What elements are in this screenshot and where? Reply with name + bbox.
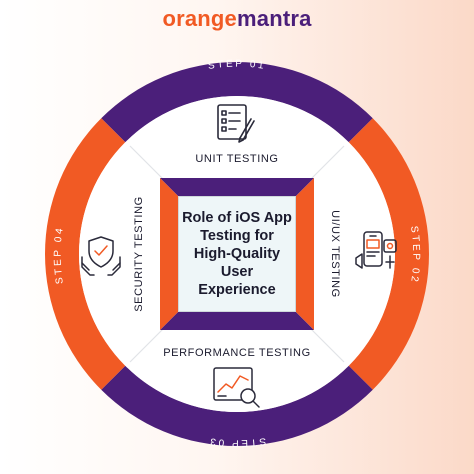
chart-magnifier-icon xyxy=(213,367,260,408)
brand-logo-mantra: mantra xyxy=(237,6,312,31)
section-security-testing: SECURITY TESTING xyxy=(133,196,145,312)
ring-segments xyxy=(45,62,429,446)
center-box: Role of iOS App Testing for High-Quality… xyxy=(160,178,314,330)
ring-segment-step-03 xyxy=(101,365,373,446)
step-04-label: STEP 04 xyxy=(53,225,66,284)
checklist-icon xyxy=(217,104,255,143)
brand-logo-orange: orange xyxy=(162,6,237,31)
center-title: Role of iOS App Testing for High-Quality… xyxy=(178,196,296,312)
section-performance-testing: PERFORMANCE TESTING xyxy=(163,347,311,359)
ring-segment-step-02 xyxy=(348,118,429,390)
shield-hands-icon xyxy=(81,236,121,276)
step-03-label: STEP 03 xyxy=(207,435,266,448)
mobile-design-icon xyxy=(355,231,397,269)
ring-segment-step-01 xyxy=(101,62,373,143)
brand-logo: orangemantra xyxy=(0,6,474,32)
center-frame xyxy=(160,178,314,330)
section-uiux-testing: UI/UX TESTING xyxy=(329,210,341,298)
section-unit-testing: UNIT TESTING xyxy=(195,153,278,165)
ring-segment-step-04 xyxy=(45,118,126,390)
step-02-label: STEP 02 xyxy=(408,225,421,284)
